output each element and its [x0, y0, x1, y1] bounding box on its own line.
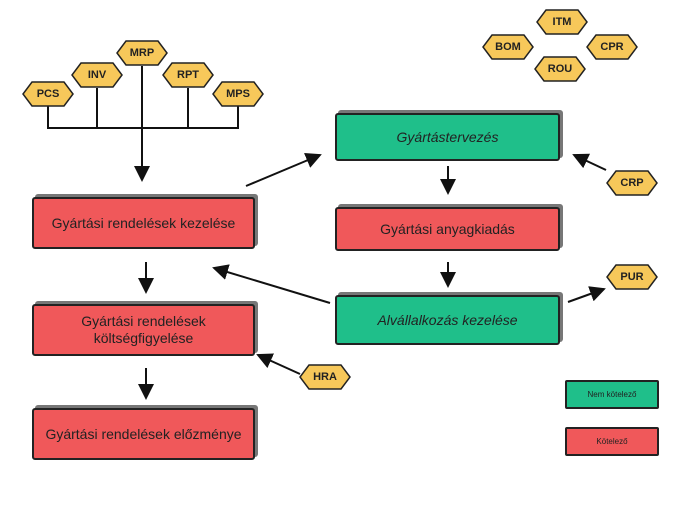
module-mps: MPS: [212, 81, 264, 107]
process-label: Gyártási rendelések költségfigyelése: [81, 313, 206, 346]
module-label: CRP: [620, 177, 644, 189]
module-label: MPS: [226, 88, 250, 100]
module-mrp: MRP: [116, 40, 168, 66]
legend-label: Kötelező: [596, 437, 628, 446]
process-label: Gyártási rendelések előzménye: [45, 425, 242, 442]
legend-optional: Nem kötelező: [565, 380, 659, 409]
module-rou: ROU: [534, 56, 586, 82]
legend-mandatory: Kötelező: [565, 427, 659, 456]
module-rpt: RPT: [162, 62, 214, 88]
legend-label: Nem kötelező: [587, 390, 637, 399]
module-label: HRA: [313, 371, 337, 383]
process-production-planning: Gyártástervezés: [335, 113, 560, 161]
process-order-history: Gyártási rendelések előzménye: [32, 408, 255, 460]
module-label: MRP: [129, 47, 155, 59]
module-label: RPT: [177, 69, 199, 81]
process-label: Gyártástervezés: [396, 128, 499, 145]
module-pur: PUR: [606, 264, 658, 290]
module-label: CPR: [600, 41, 624, 53]
module-crp: CRP: [606, 170, 658, 196]
module-label: BOM: [495, 41, 521, 53]
module-label: ITM: [552, 16, 572, 28]
process-label: Gyártási anyagkiadás: [380, 220, 515, 237]
module-itm: ITM: [536, 9, 588, 35]
arrow-subcontract-to-pur: [567, 286, 606, 303]
module-inv: INV: [71, 62, 123, 88]
arrow-orders-to-planning: [245, 153, 322, 187]
arrow-crp-to-planning: [572, 153, 607, 171]
process-subcontracting: Alvállalkozás kezelése: [335, 295, 560, 345]
arrow-hra-to-cost: [256, 353, 301, 375]
module-label: ROU: [547, 63, 573, 75]
module-pcs: PCS: [22, 81, 74, 107]
module-label: INV: [87, 69, 107, 81]
module-label: PCS: [36, 88, 60, 100]
module-bom: BOM: [482, 34, 534, 60]
process-order-management: Gyártási rendelések kezelése: [32, 197, 255, 249]
module-label: PUR: [620, 271, 644, 283]
process-label: Gyártási rendelések kezelése: [51, 214, 236, 231]
process-label: Alvállalkozás kezelése: [377, 311, 518, 328]
module-hra: HRA: [299, 364, 351, 390]
process-material-issue: Gyártási anyagkiadás: [335, 207, 560, 251]
process-cost-monitoring: Gyártási rendelések költségfigyelése: [32, 304, 255, 356]
module-cpr: CPR: [586, 34, 638, 60]
arrow-subcontract-to-orders: [212, 264, 331, 304]
